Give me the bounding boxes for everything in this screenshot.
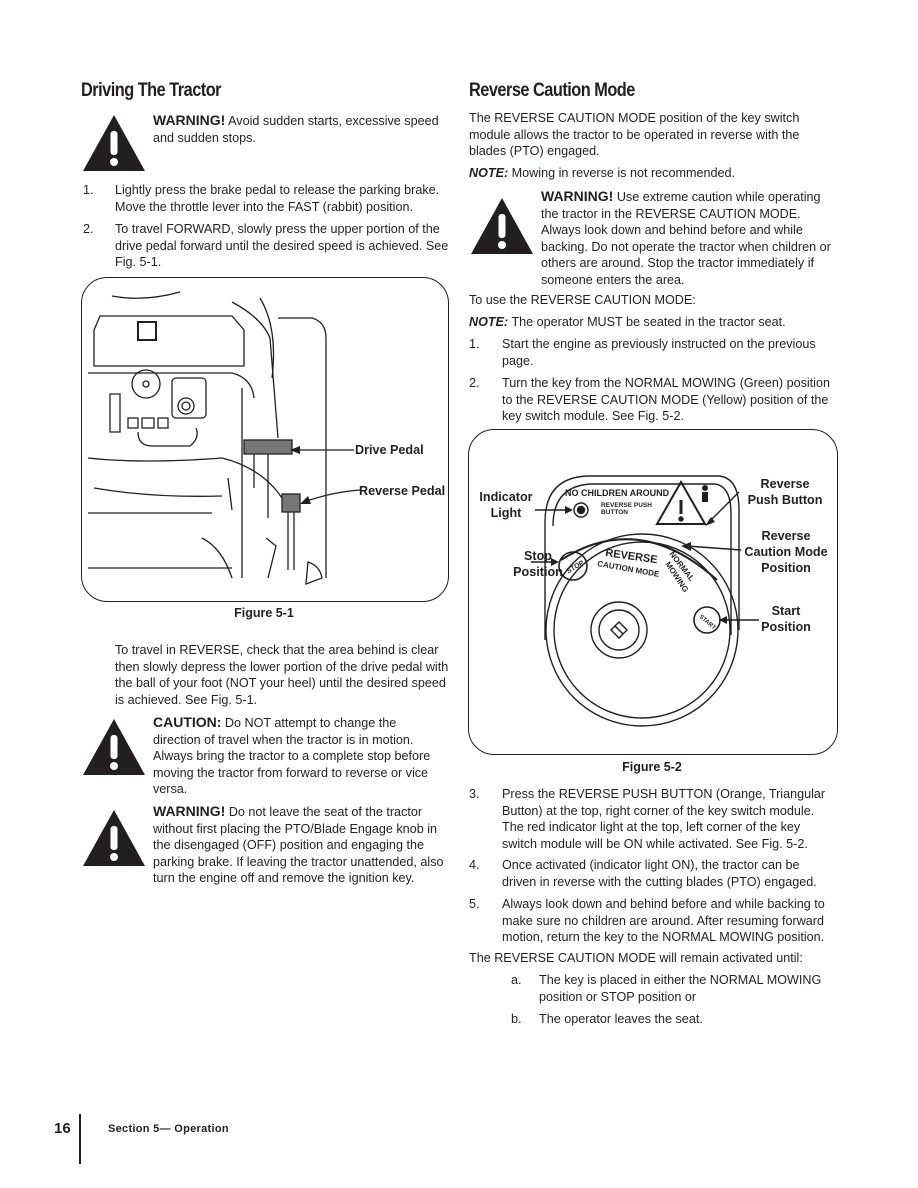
list-number: 5.: [469, 897, 480, 911]
sub-list-item: a. The key is placed in either the NORMA…: [511, 972, 839, 1008]
note-mowing-reverse: NOTE: Mowing in reverse is not recommend…: [469, 165, 839, 182]
callout-line: Start: [771, 604, 801, 618]
warning-triangle-icon: [471, 198, 533, 254]
list-number: 1.: [469, 337, 480, 351]
sub-list-item: b. The operator leaves the seat.: [511, 1011, 839, 1031]
reverse-travel-paragraph: To travel in REVERSE, check that the are…: [115, 643, 449, 707]
key-switch-module-illustration: NO CHILDREN AROUND REVERSE PUSH BUTTON R…: [531, 475, 759, 727]
list-item: 1. Start the engine as previously instru…: [469, 336, 839, 372]
warning-triangle-icon: [83, 115, 145, 171]
stop-position-label: Stop Position: [506, 548, 570, 580]
list-text: Lightly press the brake pedal to release…: [115, 183, 440, 214]
reverse-push-button-label: Reverse Push Button: [744, 476, 826, 508]
list-text: Press the REVERSE PUSH BUTTON (Orange, T…: [502, 787, 826, 851]
caution-text: Do NOT attempt to change the direction o…: [153, 716, 431, 796]
note-text: The operator MUST be seated in the tract…: [508, 315, 786, 329]
warning-triangle-icon: [83, 719, 145, 775]
list-text: To travel FORWARD, slowly press the uppe…: [115, 222, 449, 269]
callout-line: Position: [513, 565, 563, 579]
figure-caption: Figure 5-1: [234, 606, 294, 620]
to-use-heading: To use the REVERSE CAUTION MODE:: [469, 293, 696, 307]
list-letter: b.: [511, 1012, 522, 1026]
list-item: 5. Always look down and behind before an…: [469, 896, 839, 948]
list-number: 4.: [469, 858, 480, 872]
indicator-light-label: Indicator Light: [474, 489, 538, 521]
list-number: 2.: [83, 222, 94, 236]
list-number: 1.: [83, 183, 94, 197]
list-text: Start the engine as previously instructe…: [502, 337, 816, 368]
callout-line: Push Button: [747, 493, 823, 507]
callout-line: Reverse: [760, 477, 810, 491]
callout-line: Reverse: [761, 529, 811, 543]
drive-pedal-label: Drive Pedal: [355, 443, 424, 457]
footer-divider: [79, 1114, 81, 1164]
warning-text: Use extreme caution while operating the …: [541, 190, 831, 287]
warning-label: WARNING!: [153, 803, 226, 819]
callout-line: Indicator: [479, 490, 533, 504]
note-label: NOTE:: [469, 315, 509, 329]
callout-line: Stop: [524, 549, 552, 563]
warning-label: WARNING!: [153, 112, 226, 128]
list-text: The operator leaves the seat.: [539, 1012, 703, 1026]
warning-text: Avoid sudden starts, excessive speed and…: [153, 114, 439, 145]
note-label: NOTE:: [469, 166, 509, 180]
figure-caption: Figure 5-2: [622, 760, 682, 774]
list-letter: a.: [511, 973, 522, 987]
callout-line: Position: [761, 561, 811, 575]
list-item: 3. Press the REVERSE PUSH BUTTON (Orange…: [469, 786, 839, 854]
list-text: Always look down and behind before and w…: [502, 897, 825, 944]
remain-activated-text: The REVERSE CAUTION MODE will remain act…: [469, 951, 803, 965]
list-item: 2. Turn the key from the NORMAL MOWING (…: [469, 375, 839, 427]
note-seated: NOTE: The operator MUST be seated in the…: [469, 314, 839, 331]
section-footer: Section 5— Operation: [108, 1123, 229, 1135]
panel-no-children-text: NO CHILDREN AROUND: [565, 488, 670, 498]
caution-direction: CAUTION: Do NOT attempt to change the di…: [153, 714, 443, 798]
panel-start-text: START: [698, 614, 717, 631]
list-text: The key is placed in either the NORMAL M…: [539, 973, 822, 1004]
list-number: 3.: [469, 787, 480, 801]
list-item: 4. Once activated (indicator light ON), …: [469, 857, 839, 893]
list-text: Once activated (indicator light ON), the…: [502, 858, 817, 889]
page-number: 16: [54, 1120, 71, 1137]
list-item: 2. To travel FORWARD, slowly press the u…: [83, 221, 453, 273]
warning-label: WARNING!: [541, 188, 614, 204]
note-text: Mowing in reverse is not recommended.: [508, 166, 735, 180]
warning-text: Do not leave the seat of the tractor wit…: [153, 805, 444, 885]
caution-label: CAUTION:: [153, 714, 222, 730]
warning-leave-seat: WARNING! Do not leave the seat of the tr…: [153, 803, 453, 887]
list-text: Turn the key from the NORMAL MOWING (Gre…: [502, 376, 830, 423]
panel-rpb-text: BUTTON: [601, 509, 628, 516]
callout-line: Position: [761, 620, 811, 634]
warning-reverse-caution: WARNING! Use extreme caution while opera…: [541, 188, 841, 288]
tractor-pedal-illustration: [87, 291, 361, 585]
list-number: 2.: [469, 376, 480, 390]
reverse-caution-intro: The REVERSE CAUTION MODE position of the…: [469, 111, 800, 158]
panel-rpb-text: REVERSE PUSH: [601, 502, 652, 509]
list-item: 1. Lightly press the brake pedal to rele…: [83, 182, 453, 218]
warning-triangle-icon: [83, 810, 145, 866]
callout-line: Light: [490, 506, 522, 520]
reverse-pedal-label: Reverse Pedal: [359, 484, 446, 498]
callout-line: Caution Mode: [744, 545, 828, 559]
section-title-reverse-caution: Reverse Caution Mode: [469, 80, 635, 101]
section-title-driving: Driving The Tractor: [81, 80, 222, 101]
reverse-caution-position-label: Reverse Caution Mode Position: [740, 528, 832, 576]
start-position-label: Start Position: [758, 603, 814, 635]
warning-sudden-starts: WARNING! Avoid sudden starts, excessive …: [153, 112, 443, 146]
